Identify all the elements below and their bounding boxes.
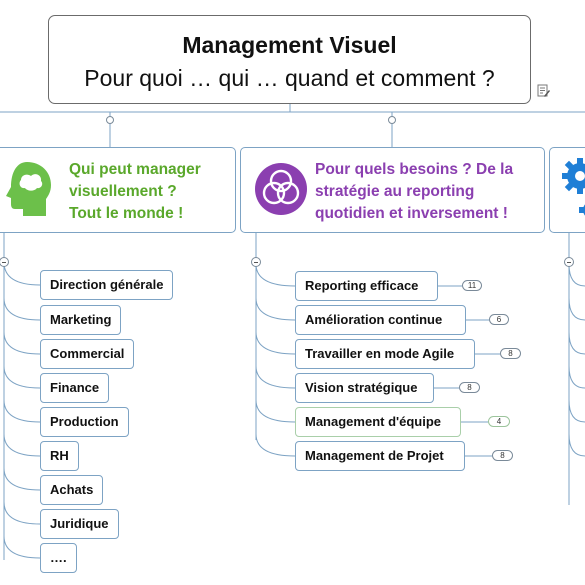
branch-how[interactable] [549, 147, 585, 233]
topic-rh[interactable]: RH [40, 441, 79, 471]
topic-finance[interactable]: Finance [40, 373, 110, 403]
topic-mode-agile[interactable]: Travailler en mode Agile [295, 339, 475, 369]
count-badge[interactable]: 6 [489, 314, 509, 325]
central-topic-subtitle: Pour quoi … qui … quand et comment ? [84, 65, 495, 91]
topic-vision-strategique[interactable]: Vision stratégique [295, 373, 434, 403]
branch-needs[interactable]: Pour quels besoins ? De la stratégie au … [240, 147, 545, 233]
gear-icon [562, 158, 585, 216]
topic-management-equipe[interactable]: Management d'équipe [295, 407, 461, 437]
topic-management-projet[interactable]: Management de Projet [295, 441, 465, 471]
branch-who[interactable]: Qui peut manager visuellement ? Tout le … [0, 147, 236, 233]
count-badge[interactable]: 8 [492, 450, 513, 461]
collapse-toggle-who[interactable] [0, 257, 9, 267]
topic-marketing[interactable]: Marketing [40, 305, 122, 335]
topic-direction-generale[interactable]: Direction générale [40, 270, 174, 300]
topic-achats[interactable]: Achats [40, 475, 104, 505]
head-icon [6, 162, 51, 216]
count-badge[interactable]: 8 [459, 382, 480, 393]
venn-icon [255, 163, 307, 215]
topic-production[interactable]: Production [40, 407, 129, 437]
collapse-toggle-how[interactable] [564, 257, 574, 267]
count-badge[interactable]: 4 [488, 416, 510, 427]
branch-who-title: Qui peut manager visuellement ? Tout le … [69, 161, 201, 222]
topic-commercial[interactable]: Commercial [40, 339, 135, 369]
topic-amelioration-continue[interactable]: Amélioration continue [295, 305, 466, 335]
count-badge[interactable]: 11 [462, 280, 482, 291]
branch-needs-title: Pour quels besoins ? De la stratégie au … [315, 161, 514, 222]
note-icon[interactable] [537, 84, 550, 98]
central-topic[interactable]: Management Visuel Pour quoi … qui … quan… [48, 15, 531, 104]
count-badge[interactable]: 8 [500, 348, 521, 359]
topic-reporting-efficace[interactable]: Reporting efficace [295, 271, 438, 301]
topic-more[interactable]: …. [40, 543, 77, 573]
central-topic-title: Management Visuel [182, 32, 397, 58]
topic-juridique[interactable]: Juridique [40, 509, 119, 539]
collapse-toggle-needs[interactable] [251, 257, 261, 267]
